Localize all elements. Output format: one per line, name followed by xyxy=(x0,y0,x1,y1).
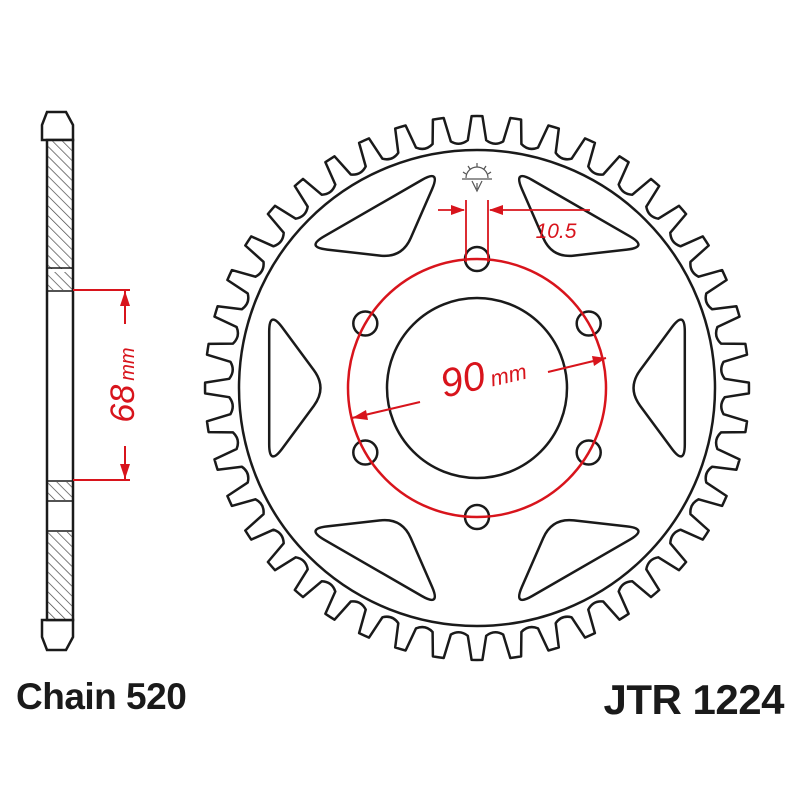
bolt-circle-label: 90mm xyxy=(436,344,530,406)
center-bore xyxy=(385,296,569,480)
hole-diameter-dimension: 10.5 xyxy=(438,200,590,262)
bolt-spacing-dimension: 68 mm xyxy=(73,289,142,481)
lightening-cutout xyxy=(267,318,322,458)
lightening-cutout xyxy=(518,518,640,602)
bolt-circle-dimension: 90mm xyxy=(351,344,607,420)
lightening-cutout xyxy=(632,318,687,458)
lightening-cutout xyxy=(314,174,436,258)
manufacturer-logo xyxy=(462,163,492,193)
hole-diameter-label: 10.5 xyxy=(536,220,577,243)
bolt-circle-value: 90 xyxy=(436,354,489,407)
bolt-spacing-label: 68 mm xyxy=(104,347,142,422)
lightening-cutout xyxy=(314,518,436,602)
root-circle xyxy=(237,148,717,628)
bolt-spacing-value: 68 xyxy=(104,385,142,423)
bolt-circle xyxy=(346,257,608,519)
sprocket-front-view: 10.5 90mm xyxy=(203,114,751,662)
lightening-cutout xyxy=(518,174,640,258)
chain-size-label: Chain 520 xyxy=(16,676,187,717)
part-number-label: JTR 1224 xyxy=(603,676,785,723)
lightening-cutouts xyxy=(267,174,687,602)
side-profile xyxy=(40,110,75,652)
bolt-spacing-unit: mm xyxy=(117,347,139,380)
